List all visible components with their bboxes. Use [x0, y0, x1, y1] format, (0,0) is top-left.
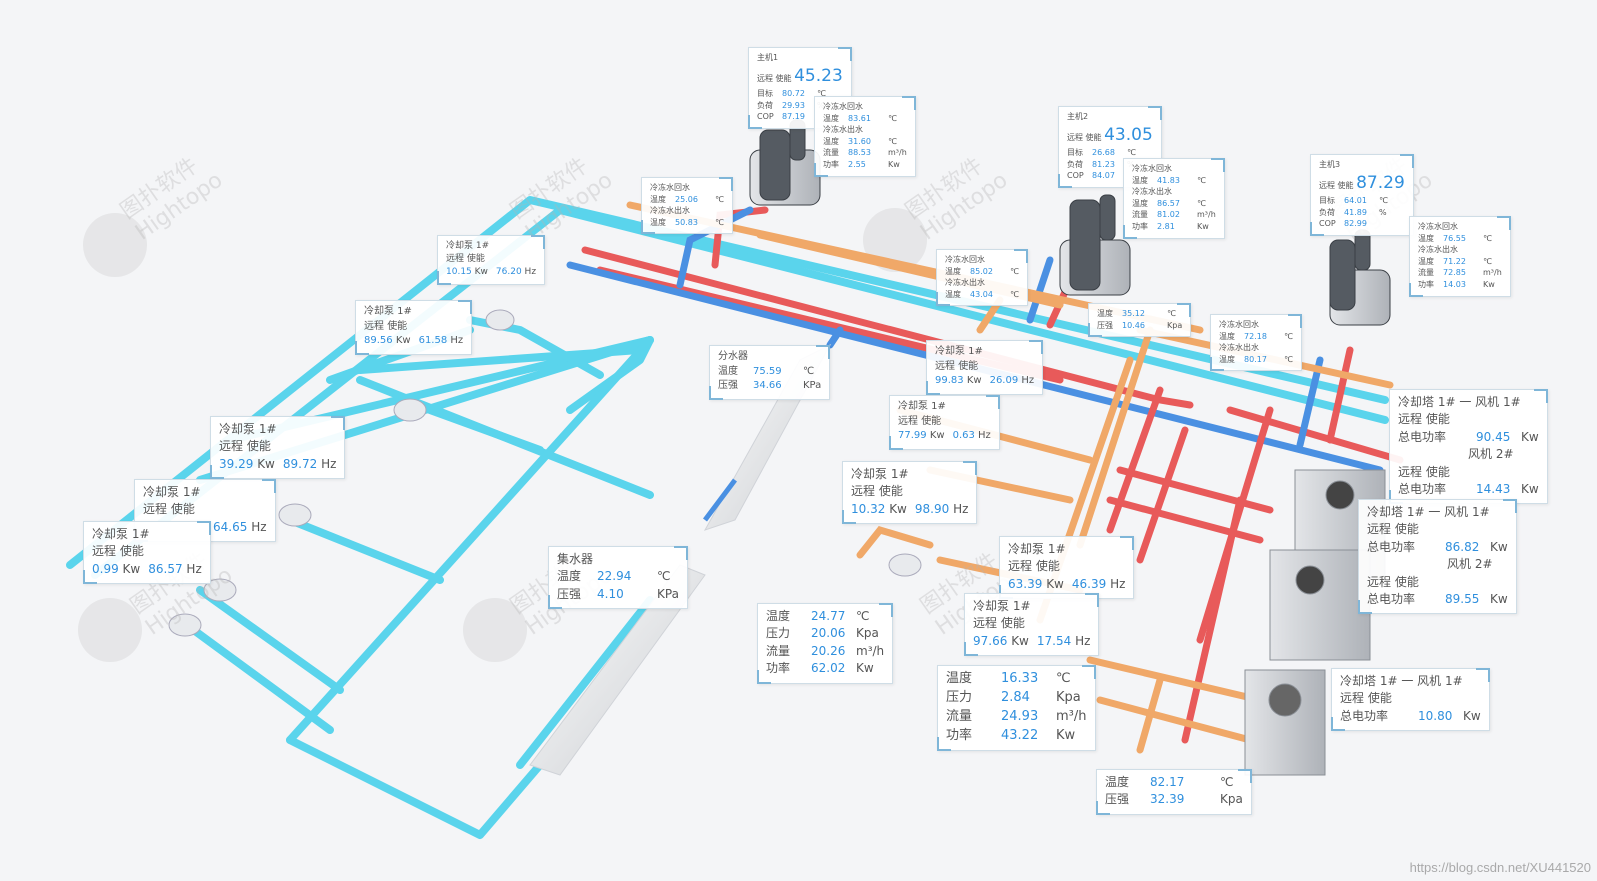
watermark-logos — [78, 208, 927, 662]
chilled-water-pipes — [566, 206, 1404, 744]
chiller-name: 主机1 — [757, 53, 779, 62]
source-credit: https://blog.csdn.net/XU441520 — [1409, 860, 1591, 875]
chiller-main-value: 43.05 — [1104, 124, 1153, 145]
chiller-main-value: 45.23 — [794, 65, 843, 86]
chiller-name: 主机3 — [1319, 160, 1341, 169]
collector-tank — [529, 564, 706, 776]
cooling-towers — [1244, 469, 1386, 776]
pumps — [168, 309, 922, 637]
chiller-units — [749, 119, 1391, 326]
chiller-name: 主机2 — [1067, 112, 1089, 121]
chiller-main-value: 87.29 — [1356, 172, 1405, 193]
